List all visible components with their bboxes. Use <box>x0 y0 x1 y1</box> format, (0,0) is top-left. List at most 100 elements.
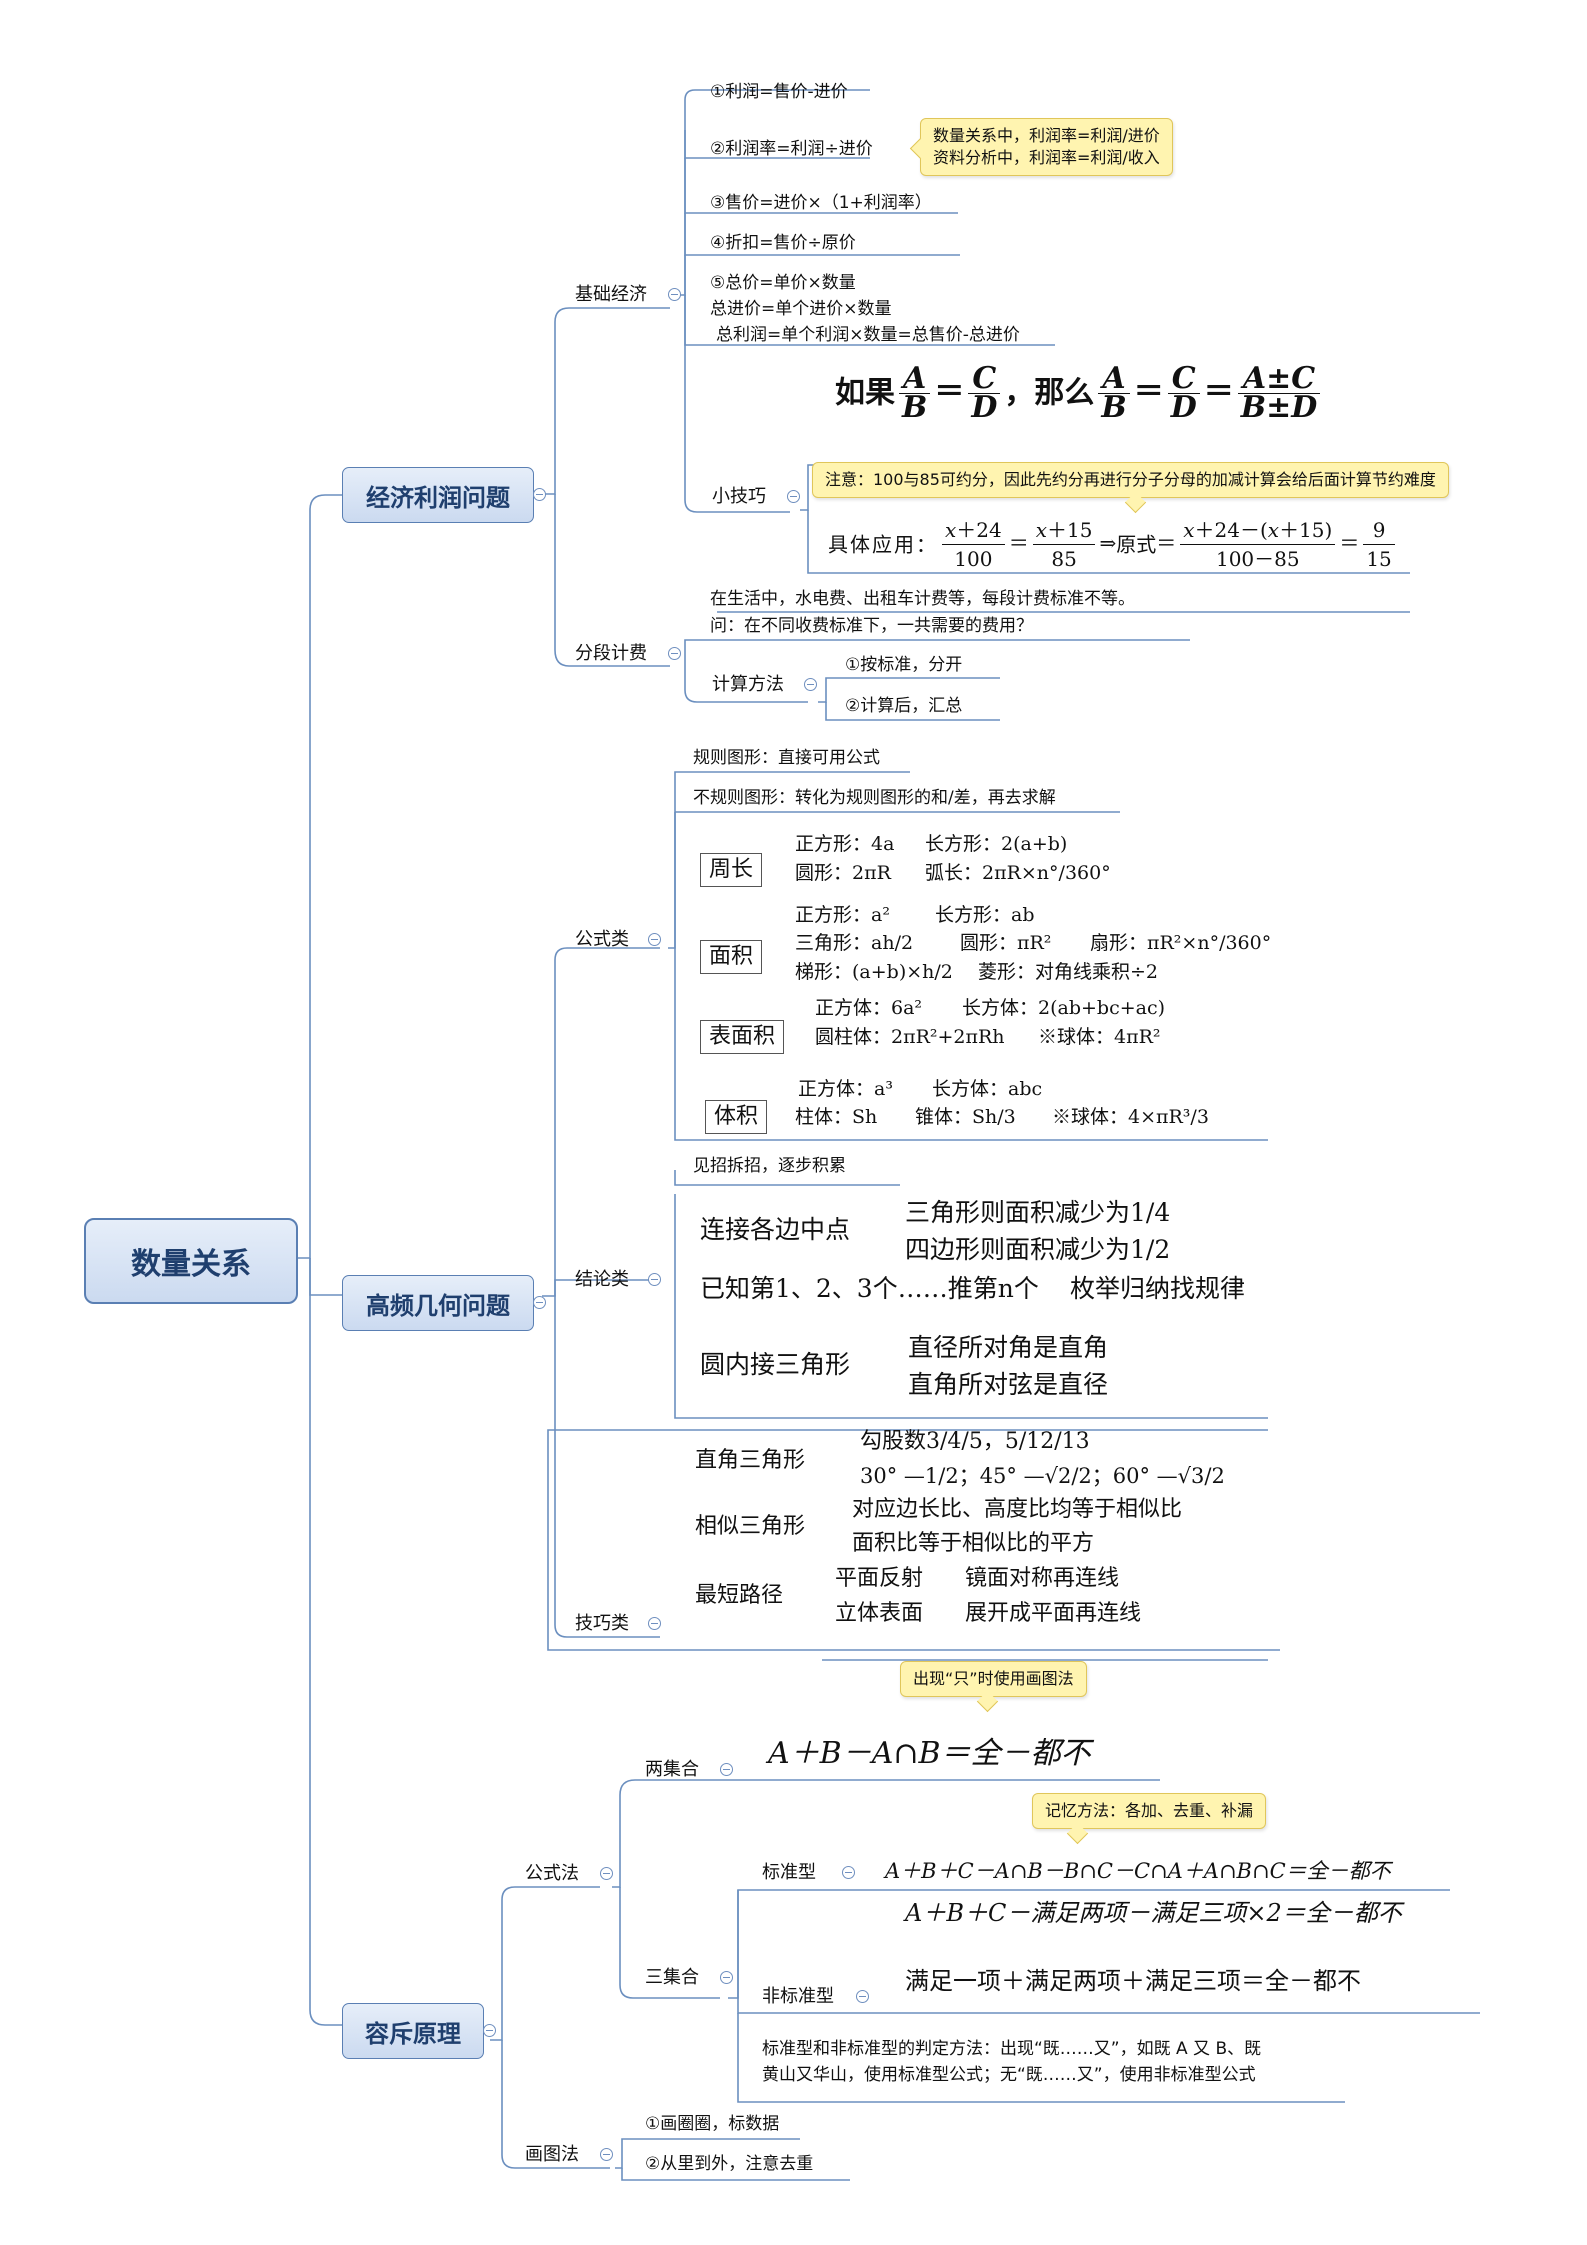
collapse-toggle-three-set[interactable] <box>720 1971 733 1984</box>
right-result-2: 30° —1/2；45° —√2/2；60° —√3/2 <box>860 1464 1225 1488</box>
econ-item-price: ③售价=进价×（1+利润率） <box>710 193 932 213</box>
collapse-toggle-skill[interactable] <box>648 1617 661 1630</box>
two-set-formula: A＋B－A∩B＝全－都不 <box>768 1736 1091 1771</box>
shortest-row-1-b: 镜面对称再连线 <box>965 1566 1120 1591</box>
trick-mid: ，那么 <box>1004 375 1095 411</box>
volume-row-2-a: 柱体：Sh <box>795 1106 878 1128</box>
area-row-2-b: 圆形：πR² <box>960 932 1052 954</box>
shortest-label: 最短路径 <box>695 1583 784 1608</box>
conclusion-tip: 见招拆招，逐步积累 <box>693 1156 846 1176</box>
note-only-draw: 出现“只”时使用画图法 <box>900 1661 1087 1697</box>
midpoint-result-2: 四边形则面积减少为1/2 <box>905 1235 1171 1264</box>
inscribed-result-2: 直角所对弦是直径 <box>908 1370 1109 1399</box>
inscribed-label: 圆内接三角形 <box>700 1350 851 1379</box>
right-result-1: 勾股数3/4/5，5/12/13 <box>860 1429 1090 1454</box>
formula-method-label[interactable]: 公式法 <box>525 1863 579 1884</box>
branch-inclusion[interactable]: 容斥原理 <box>342 2003 484 2059</box>
inscribed-result-1: 直径所对角是直角 <box>908 1333 1109 1362</box>
collapse-toggle-draw[interactable] <box>600 2148 613 2161</box>
standard-label[interactable]: 标准型 <box>762 1862 816 1883</box>
nonstandard-formula-2: 满足一项＋满足两项＋满足三项＝全－都不 <box>905 1967 1361 1995</box>
area-row-3-b: 菱形：对角线乘积÷2 <box>978 961 1159 983</box>
regular-shape-note: 规则图形：直接可用公式 <box>693 748 880 768</box>
collapse-toggle-geometry[interactable] <box>533 1296 546 1309</box>
area-box: 面积 <box>700 940 763 974</box>
basic-economics-label[interactable]: 基础经济 <box>575 284 647 305</box>
collapse-toggle-two-set[interactable] <box>720 1763 733 1776</box>
volume-box: 体积 <box>705 1100 768 1134</box>
volume-row-2-c: ※球体：4×πR³/3 <box>1052 1106 1209 1128</box>
application-yuanshi: 原式 <box>1116 532 1157 557</box>
two-set-label[interactable]: 两集合 <box>645 1759 699 1780</box>
segment-label[interactable]: 分段计费 <box>575 643 647 664</box>
note-memory: 记忆方法：各加、去重、补漏 <box>1032 1793 1267 1829</box>
collapse-toggle-basic[interactable] <box>668 288 681 301</box>
perimeter-row-1-b: 长方形：2(a+b) <box>925 833 1068 855</box>
area-row-3-a: 梯形：(a+b)×h/2 <box>795 961 953 983</box>
trick-label[interactable]: 小技巧 <box>712 486 766 507</box>
segment-desc-2: 问：在不同收费标准下，一共需要的费用？ <box>710 616 1033 636</box>
draw-method-label[interactable]: 画图法 <box>525 2144 579 2165</box>
surface-row-1-b: 长方体：2(ab+bc+ac) <box>962 997 1166 1019</box>
area-row-2-a: 三角形：ah/2 <box>795 932 914 954</box>
root-node[interactable]: 数量关系 <box>84 1218 298 1304</box>
midpoint-label: 连接各边中点 <box>700 1215 851 1244</box>
application-prefix: 具体应用： <box>828 532 938 557</box>
note-trick: 注意：100与85可约分，因此先约分再进行分子分母的加减计算会给后面计算节约难度 <box>812 462 1449 498</box>
conclusion-class-label[interactable]: 结论类 <box>575 1269 629 1290</box>
segment-desc-1: 在生活中，水电费、出租车计费等，每段计费标准不等。 <box>710 589 1135 609</box>
area-row-1-a: 正方形：a² <box>795 904 890 926</box>
trick-prefix: 如果 <box>835 375 895 411</box>
surface-area-box: 表面积 <box>700 1020 785 1054</box>
method-label[interactable]: 计算方法 <box>712 674 784 695</box>
collapse-toggle-inclusion[interactable] <box>483 2024 496 2037</box>
perimeter-row-2-b: 弧长：2πR×n°/360° <box>925 862 1111 884</box>
collapse-toggle-formula-method[interactable] <box>600 1867 613 1880</box>
econ-item-profit-rate: ②利润率=利润÷进价 <box>710 139 873 159</box>
collapse-toggle-formula-class[interactable] <box>648 933 661 946</box>
judge-line-1: 标准型和非标准型的判定方法：出现“既……又”，如既 A 又 B、既 <box>762 2039 1262 2059</box>
collapse-toggle-trick[interactable] <box>787 490 800 503</box>
irregular-shape-note: 不规则图形：转化为规则图形的和/差，再去求解 <box>693 788 1056 808</box>
econ-item-total-price: ⑤总价=单价×数量 <box>710 273 856 293</box>
perimeter-row-2-a: 圆形：2πR <box>795 862 891 884</box>
similar-result-2: 面积比等于相似比的平方 <box>852 1531 1095 1556</box>
formula-class-label[interactable]: 公式类 <box>575 929 629 950</box>
collapse-toggle-economics[interactable] <box>533 488 546 501</box>
shortest-row-1-a: 平面反射 <box>835 1566 924 1591</box>
surface-row-2-b: ※球体：4πR² <box>1038 1026 1161 1048</box>
surface-row-1-a: 正方体：6a² <box>815 997 923 1019</box>
pattern-rule: 已知第1、2、3个……推第n个 <box>700 1274 1039 1303</box>
similar-result-1: 对应边长比、高度比均等于相似比 <box>852 1497 1183 1522</box>
midpoint-result-1: 三角形则面积减少为1/4 <box>905 1198 1171 1227</box>
skill-class-label[interactable]: 技巧类 <box>575 1613 629 1634</box>
econ-item-total-cost: 总进价=单个进价×数量 <box>710 299 892 319</box>
draw-item-1: ①画圈圈，标数据 <box>645 2114 780 2134</box>
branch-economics[interactable]: 经济利润问题 <box>342 467 534 523</box>
econ-item-profit: ①利润=售价-进价 <box>710 82 848 102</box>
econ-item-discount: ④折扣=售价÷原价 <box>710 233 856 253</box>
area-row-2-c: 扇形：πR²×n°/360° <box>1090 932 1272 954</box>
perimeter-box: 周长 <box>700 853 763 887</box>
three-set-label[interactable]: 三集合 <box>645 1967 699 1988</box>
nonstandard-formula-1: A＋B＋C－满足两项－满足三项×2＝全－都不 <box>905 1899 1402 1927</box>
collapse-toggle-nonstandard[interactable] <box>856 1990 869 2003</box>
note-profit-rate: 数量关系中，利润率=利润/进价 资料分析中，利润率=利润/收入 <box>909 118 1173 176</box>
volume-row-1-a: 正方体：a³ <box>798 1078 893 1100</box>
collapse-toggle-segment[interactable] <box>668 647 681 660</box>
collapse-toggle-standard[interactable] <box>842 1866 855 1879</box>
collapse-toggle-method[interactable] <box>804 678 817 691</box>
pattern-method: 枚举归纳找规律 <box>1070 1274 1246 1303</box>
method-2: ②计算后，汇总 <box>845 696 963 716</box>
similar-label: 相似三角形 <box>695 1514 806 1539</box>
area-row-1-b: 长方形：ab <box>935 904 1035 926</box>
standard-formula: A＋B＋C－A∩B－B∩C－C∩A＋A∩B∩C＝全－都不 <box>885 1859 1391 1883</box>
note-line: 资料分析中，利润率=利润/收入 <box>933 148 1160 167</box>
collapse-toggle-conclusion[interactable] <box>648 1273 661 1286</box>
nonstandard-label[interactable]: 非标准型 <box>762 1986 834 2007</box>
shortest-row-2-a: 立体表面 <box>835 1601 924 1626</box>
perimeter-row-1-a: 正方形：4a <box>795 833 895 855</box>
branch-geometry[interactable]: 高频几何问题 <box>342 1275 534 1331</box>
